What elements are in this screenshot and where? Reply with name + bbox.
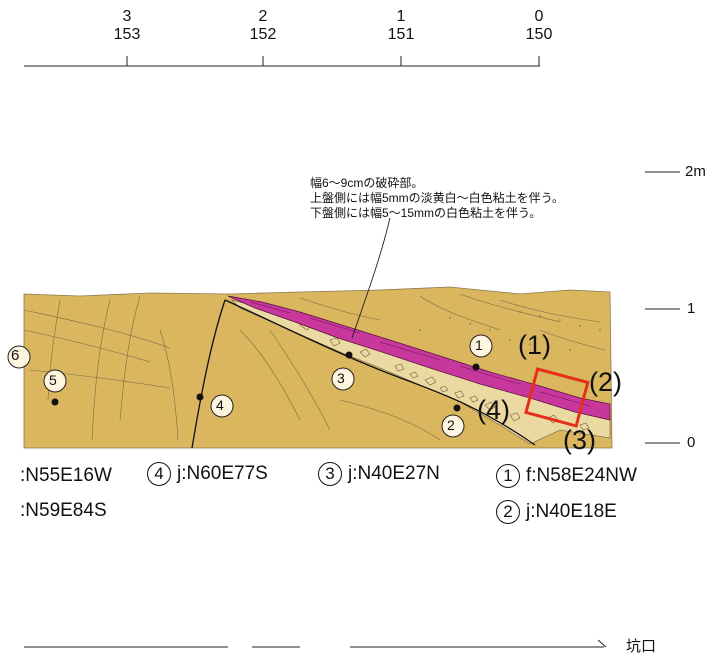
photo-label-3: (3) xyxy=(563,425,596,455)
legend-text: j:N60E77S xyxy=(177,463,268,484)
scale-index: 2 xyxy=(258,8,268,25)
annotation-line: 幅6～9cmの破砕部。 xyxy=(310,176,424,190)
point-dot-1 xyxy=(472,363,480,371)
entrance-label: 坑口 xyxy=(626,638,657,655)
height-label-2m: 2m xyxy=(685,163,706,180)
point-circle-2 xyxy=(441,414,465,438)
scale-tick-2: 2 152 xyxy=(233,8,293,44)
point-label-3: 3 xyxy=(337,370,345,386)
point-circle-6 xyxy=(7,345,31,369)
joint-traces xyxy=(191,299,536,449)
annotation-line: 下盤側には幅5～15mmの白色粘土を伴う。 xyxy=(310,206,542,220)
legend-text: j:N40E27N xyxy=(348,463,440,484)
point-dot-2 xyxy=(453,404,461,412)
scale-tick-3: 3 153 xyxy=(97,8,157,44)
point-label-4: 4 xyxy=(216,397,224,413)
annotation-leader xyxy=(351,217,391,339)
fault-texture xyxy=(249,301,591,407)
rock-dots xyxy=(419,311,601,351)
legend-text: f:N58E24NW xyxy=(526,465,637,486)
point-circle-4 xyxy=(210,394,234,418)
point-circles xyxy=(7,334,493,438)
scale-value: 151 xyxy=(387,26,415,43)
legend-item-3: 3 j:N40E27N xyxy=(318,462,440,486)
height-markers xyxy=(645,171,680,444)
crushed-texture xyxy=(299,321,590,431)
point-label-6: 6 xyxy=(11,347,20,364)
legend-circle: 4 xyxy=(147,462,171,486)
annotation-line: 上盤側には幅5mmの淡黄白～白色粘土を伴う。 xyxy=(310,191,564,205)
point-label-1: 1 xyxy=(475,337,483,353)
photo-label-2: (2) xyxy=(589,367,622,397)
point-dot-5 xyxy=(51,398,59,406)
point-dot-3 xyxy=(345,351,353,359)
photo-frame xyxy=(524,367,590,428)
legend-circle: 2 xyxy=(496,500,520,524)
scale-index: 0 xyxy=(534,8,544,25)
rock-sketch-lines xyxy=(23,293,606,441)
fault-band xyxy=(227,295,611,421)
measurement-dots xyxy=(51,351,480,412)
legend-circle: 3 xyxy=(318,462,342,486)
legend-item-1: 1 f:N58E24NW xyxy=(496,464,637,488)
scale-index: 1 xyxy=(396,8,406,25)
photo-label-1: (1) xyxy=(518,330,551,360)
legend-circle: 1 xyxy=(496,464,520,488)
photo-label-4: (4) xyxy=(477,395,510,425)
scale-value: 150 xyxy=(525,26,553,43)
scale-index: 3 xyxy=(122,8,132,25)
scale-tick-0: 0 150 xyxy=(509,8,569,44)
height-label-1: 1 xyxy=(687,300,696,317)
legend-item-2: 2 j:N40E18E xyxy=(496,500,617,524)
point-label-5: 5 xyxy=(49,372,57,388)
scale-value: 153 xyxy=(113,26,141,43)
legend-item-4: 4 j:N60E77S xyxy=(147,462,268,486)
annotation: 幅6～9cmの破砕部。 上盤側には幅5mmの淡黄白～白色粘土を伴う。 下盤側には… xyxy=(310,176,564,221)
point-circle-3 xyxy=(331,367,355,391)
scale-value: 152 xyxy=(249,26,277,43)
legend-left-1: :N55E16W xyxy=(20,465,112,486)
footer-lines xyxy=(24,639,607,648)
top-scale-line xyxy=(24,56,540,67)
rock-body xyxy=(23,286,613,449)
height-label-0: 0 xyxy=(687,434,696,451)
legend-text: j:N40E18E xyxy=(526,501,617,522)
point-dot-4 xyxy=(196,393,204,401)
scale-tick-1: 1 151 xyxy=(371,8,431,44)
point-circle-5 xyxy=(43,369,67,393)
point-label-2: 2 xyxy=(447,417,455,433)
legend-left-2: :N59E84S xyxy=(20,500,107,521)
point-circle-1 xyxy=(469,334,493,358)
